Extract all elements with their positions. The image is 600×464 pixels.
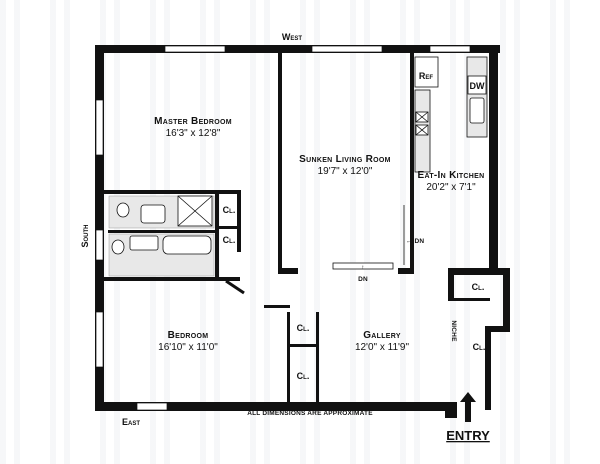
gallery-dims: 12'0" x 11'9" — [355, 342, 410, 353]
stairs-down-label: DN — [358, 276, 368, 283]
entry-arrow-icon — [460, 392, 476, 422]
living-room-name: Sunken Living Room — [299, 154, 391, 165]
sink-icon — [140, 204, 166, 224]
bedroom-dims: 16'10" x 11'0" — [158, 342, 218, 353]
living-room-stairs — [332, 205, 405, 270]
bathtub-icon — [162, 235, 212, 255]
stairs-up-arrow-icon: ↑ — [361, 264, 364, 271]
entry-label: ENTRY — [446, 428, 490, 443]
interior-walls — [104, 53, 490, 407]
closet-label: Cl. — [223, 205, 236, 215]
windows — [95, 45, 471, 411]
sink-icon — [129, 235, 159, 251]
toilet-icon — [111, 239, 125, 255]
kitchen-fixtures — [414, 56, 488, 173]
dimensions-note: ALL DIMENSIONS ARE APPROXIMATE — [247, 410, 373, 417]
bathroom-fixtures — [108, 195, 215, 277]
living-room-dims: 19'7" x 12'0" — [318, 166, 373, 177]
master-bedroom-name: Master Bedroom — [154, 116, 232, 127]
stairs-down-side-label: ← DN — [406, 238, 425, 245]
niche-label: NICHE — [450, 320, 457, 342]
closet-label: Cl. — [472, 282, 485, 292]
exterior-walls — [95, 45, 510, 418]
compass-east-label: East — [122, 417, 140, 427]
closet-label: Cl. — [223, 235, 236, 245]
gallery-name: Gallery — [363, 330, 401, 341]
closet-label: Cl. — [297, 323, 310, 333]
kitchen-name: Eat-In Kitchen — [418, 170, 485, 181]
toilet-icon — [116, 202, 130, 218]
kitchen-dims: 20'2" x 7'1" — [426, 182, 476, 193]
compass-south-label: South — [80, 224, 90, 247]
master-bedroom-dims: 16'3" x 12'8" — [166, 128, 221, 139]
closet-label: Cl. — [297, 371, 310, 381]
closet-label: Cl. — [473, 342, 486, 352]
refrigerator-label: Ref — [419, 71, 434, 81]
bedroom-name: Bedroom — [168, 330, 209, 341]
compass-west-label: West — [282, 32, 302, 42]
kitchen-sink-icon — [469, 97, 485, 124]
dishwasher-label: DW — [470, 81, 485, 91]
